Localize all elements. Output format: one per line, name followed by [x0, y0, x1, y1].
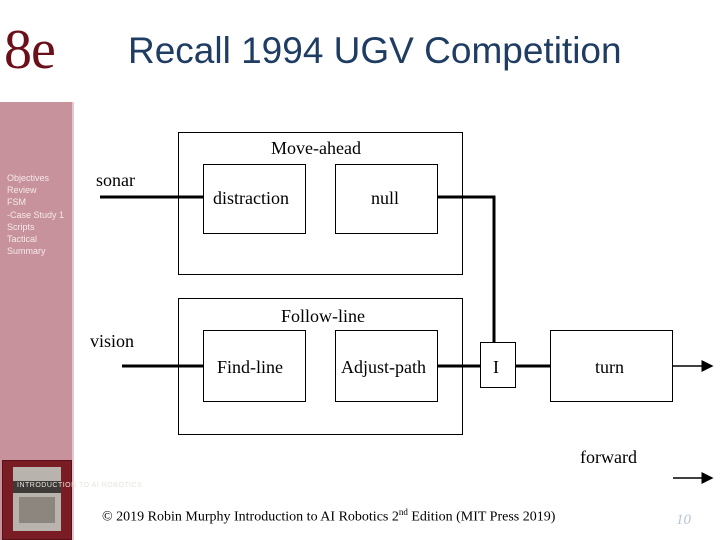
adjust-path-label: Adjust-path — [341, 357, 426, 377]
integrator-label: I — [493, 357, 499, 377]
null-to-integrator-wire — [438, 195, 496, 342]
sonar-label: sonar — [96, 170, 135, 190]
page-number: 10 — [676, 512, 691, 528]
footer-text-after: Edition (MIT Press 2019) — [407, 509, 556, 525]
sidebar-item-objectives[interactable]: Objectives — [7, 173, 50, 183]
footer-text-before: © 2019 Robin Murphy Introduction to AI R… — [102, 509, 399, 525]
sidebar-divider — [72, 102, 74, 540]
sidebar-item-fsm[interactable]: FSM — [7, 197, 26, 208]
footer-superscript: nd — [398, 507, 408, 517]
vision-label: vision — [90, 331, 135, 351]
book-cover-text: INTRODUCTION TO AI ROBOTICS — [17, 482, 143, 489]
null-label: null — [371, 188, 400, 208]
slide-title: Recall 1994 UGV Competition — [128, 30, 622, 71]
sidebar-nav: Objectives Review FSM -Case Study 1 Scri… — [7, 172, 64, 257]
follow-line-title: Follow-line — [281, 306, 365, 326]
book-cover-picture — [19, 497, 55, 523]
null-state-box — [335, 164, 438, 234]
distraction-label: distraction — [213, 188, 289, 208]
find-line-state-box — [203, 330, 306, 402]
sidebar-item-review[interactable]: Review — [7, 185, 37, 196]
sidebar-item-case-study-1[interactable]: -Case Study 1 — [7, 209, 65, 220]
integrator-box — [480, 342, 516, 388]
edition-logo: 8e — [4, 19, 56, 81]
sidebar-item-summary[interactable]: Summary — [7, 246, 46, 257]
sidebar-item-scripts[interactable]: Scripts — [7, 221, 35, 232]
move-ahead-box — [178, 132, 463, 275]
distraction-state-box — [203, 164, 306, 234]
book-cover-image: INTRODUCTION TO AI ROBOTICS — [2, 460, 142, 540]
forward-label: forward — [580, 447, 637, 467]
move-ahead-title: Move-ahead — [271, 138, 361, 158]
turn-label: turn — [595, 357, 624, 377]
footer-copyright: © 2019 Robin Murphy Introduction to AI R… — [102, 507, 555, 526]
turn-output-box — [550, 330, 673, 402]
find-line-label: Find-line — [217, 357, 283, 377]
sidebar-item-tactical[interactable]: Tactical — [7, 234, 38, 245]
adjust-path-state-box — [335, 330, 438, 402]
